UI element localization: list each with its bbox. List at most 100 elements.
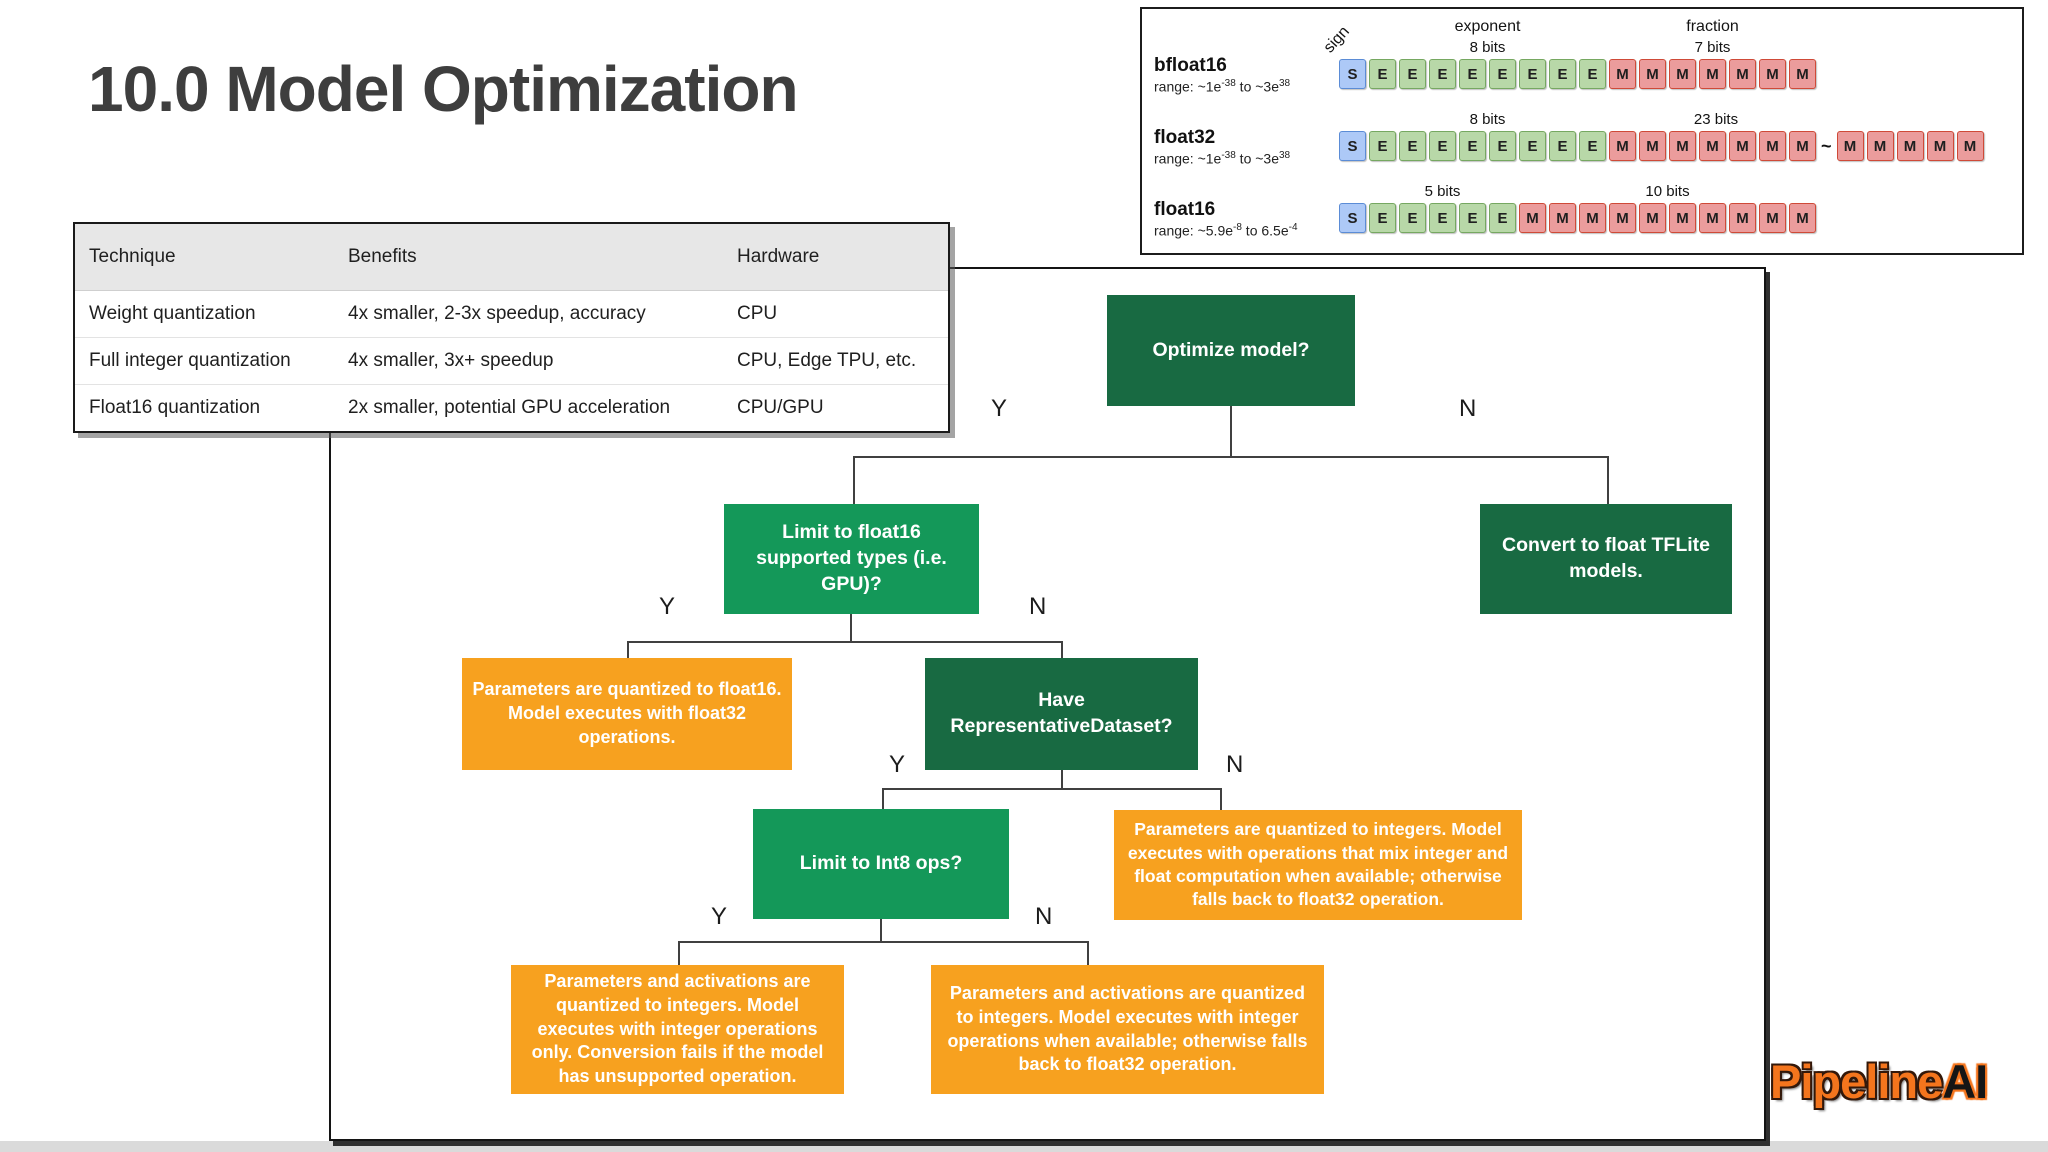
exponent-column-header: exponent — [1454, 18, 1521, 35]
fraction-bit-cell: M — [1896, 131, 1924, 161]
format-range: range: ~5.9e-8 to 6.5e-4 — [1154, 222, 1298, 239]
fraction-bit-cell: M — [1609, 131, 1636, 161]
fraction-bit-cell: M — [1789, 59, 1816, 89]
connector-line — [853, 456, 855, 504]
logo-text-pipeline: Pipeline — [1770, 1055, 1943, 1108]
exponent-bit-cell: E — [1489, 131, 1516, 161]
exponent-bit-cell: E — [1369, 59, 1396, 89]
branch-label-yes: Y — [659, 593, 676, 620]
exponent-bit-cell: E — [1429, 59, 1456, 89]
branch-label-no: N — [1035, 903, 1053, 930]
fraction-bits-count: 23 bits — [1693, 111, 1739, 128]
fraction-bit-cell: M — [1956, 131, 1984, 161]
exponent-bits-count: 5 bits — [1424, 183, 1461, 200]
exponent-bit-cell: E — [1369, 131, 1396, 161]
bottom-edge-strip — [0, 1141, 2048, 1152]
exponent-bit-cell: E — [1579, 59, 1606, 89]
fraction-bit-cell: M — [1669, 203, 1696, 233]
cell-hardware: CPU/GPU — [737, 396, 824, 418]
connector-line — [1061, 641, 1063, 659]
cell-hardware: CPU, Edge TPU, etc. — [723, 337, 948, 385]
branch-label-yes: Y — [991, 395, 1008, 422]
ellipsis-tilde: ~ — [1821, 135, 1832, 156]
table-header-row: Technique Benefits Hardware — [75, 224, 948, 291]
format-name: float16 — [1154, 199, 1216, 220]
connector-line — [1061, 770, 1063, 790]
node-params-integer-only: Parameters and activations are quantized… — [511, 965, 844, 1094]
connector-line — [880, 919, 882, 943]
table-header-hardware: Hardware — [723, 224, 948, 291]
fraction-bit-cell: M — [1699, 203, 1726, 233]
exponent-bit-cell: E — [1549, 131, 1576, 161]
connector-line — [882, 788, 1222, 790]
fraction-bit-cell: M — [1639, 59, 1666, 89]
table-row: Float16 quantization 2x smaller, potenti… — [75, 384, 948, 431]
sign-bit-cell: S — [1339, 59, 1366, 89]
cell-technique: Float16 quantization — [89, 396, 261, 418]
exponent-bit-cell: E — [1399, 131, 1426, 161]
connector-line — [627, 641, 1063, 643]
connector-line — [678, 941, 1089, 943]
exponent-bit-cell: E — [1519, 59, 1546, 89]
exponent-bit-cell: E — [1489, 59, 1516, 89]
format-name: bfloat16 — [1154, 55, 1227, 76]
exponent-bits-count: 8 bits — [1469, 39, 1506, 56]
exponent-bit-cell: E — [1519, 131, 1546, 161]
fraction-bit-cell: M — [1926, 131, 1954, 161]
exponent-bit-cell: E — [1459, 203, 1486, 233]
fraction-bit-cell: M — [1699, 59, 1726, 89]
exponent-bit-cell: E — [1399, 59, 1426, 89]
fraction-bit-cell: M — [1609, 59, 1636, 89]
cell-hardware: CPU — [723, 290, 948, 338]
node-limit-int8: Limit to Int8 ops? — [753, 809, 1009, 919]
fraction-bit-cell: M — [1836, 131, 1864, 161]
connector-line — [678, 941, 680, 966]
fraction-bit-cell: M — [1609, 203, 1636, 233]
connector-line — [1220, 788, 1222, 811]
table-header-technique: Technique — [75, 224, 334, 291]
format-range: range: ~1e-38 to ~3e38 — [1154, 150, 1291, 167]
connector-line — [1087, 941, 1089, 966]
format-row-bfloat16: bfloat16 range: ~1e-38 to ~3e38 S 8 bits… — [1154, 39, 1816, 95]
exponent-bit-cell: E — [1369, 203, 1396, 233]
connector-line — [850, 614, 852, 643]
exponent-bit-cell: E — [1579, 131, 1606, 161]
fraction-bit-cell: M — [1669, 59, 1696, 89]
node-have-representative-dataset: Have RepresentativeDataset? — [925, 658, 1198, 770]
exponent-bit-cell: E — [1459, 59, 1486, 89]
cell-technique: Full integer quantization — [75, 337, 334, 385]
sign-bit-cell: S — [1339, 203, 1366, 233]
exponent-bit-cell: E — [1489, 203, 1516, 233]
node-params-integer-mix: Parameters are quantized to integers. Mo… — [1114, 810, 1522, 920]
cell-technique: Weight quantization — [75, 290, 334, 338]
format-info: bfloat16 range: ~1e-38 to ~3e38 — [1154, 39, 1339, 95]
format-info: float32 range: ~1e-38 to ~3e38 — [1154, 111, 1339, 167]
table-row: Weight quantization 4x smaller, 2-3x spe… — [75, 290, 948, 338]
fraction-bits-count: 7 bits — [1694, 39, 1731, 56]
exponent-bit-cell: E — [1399, 203, 1426, 233]
sign-bit-group: S — [1339, 183, 1366, 239]
fraction-bit-cell: M — [1789, 203, 1816, 233]
connector-line — [1607, 456, 1609, 504]
cell-benefits: 4x smaller, 3x+ speedup — [334, 337, 723, 385]
exponent-bit-cell: E — [1429, 131, 1456, 161]
node-optimize-model: Optimize model? — [1107, 295, 1355, 406]
fraction-bit-cell: M — [1639, 131, 1666, 161]
connector-line — [1230, 406, 1232, 457]
fraction-bits-count: 10 bits — [1645, 183, 1690, 200]
fraction-bit-cell: M — [1759, 131, 1786, 161]
fraction-bit-cell: M — [1789, 131, 1816, 161]
format-row-float16: float16 range: ~5.9e-8 to 6.5e-4 S 5 bit… — [1154, 183, 1816, 239]
exponent-bit-cell: E — [1549, 59, 1576, 89]
cell-benefits: 4x smaller, 2-3x speedup, accuracy — [334, 290, 723, 338]
fraction-bit-cell: M — [1729, 59, 1756, 89]
fraction-bit-cell: M — [1699, 131, 1726, 161]
float-format-panel: sign exponent fraction bfloat16 range: ~… — [1140, 7, 2024, 255]
